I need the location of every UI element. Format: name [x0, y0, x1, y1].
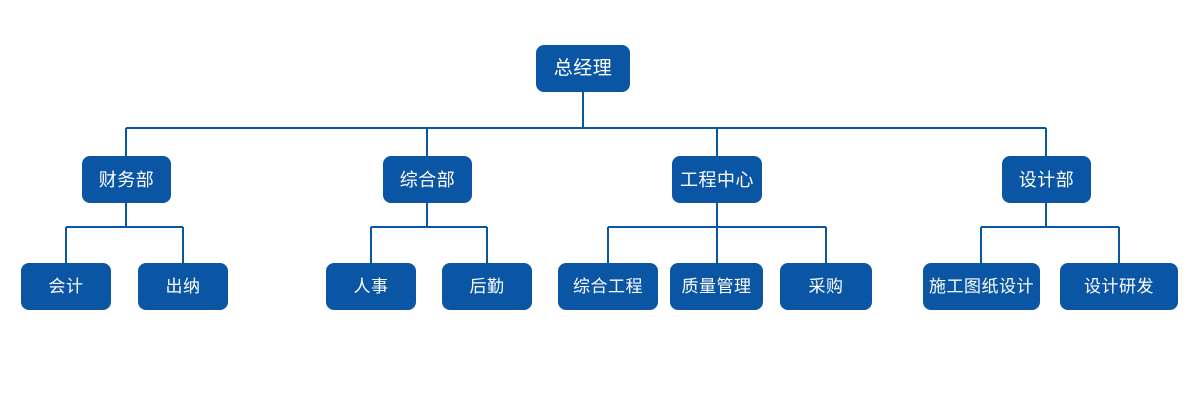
org-node-n4[interactable]: 设计部: [1002, 156, 1091, 203]
org-node-n10[interactable]: 质量管理: [670, 263, 763, 310]
org-node-n2[interactable]: 综合部: [383, 156, 472, 203]
org-node-n9[interactable]: 综合工程: [558, 263, 658, 310]
org-node-n6[interactable]: 出纳: [138, 263, 228, 310]
org-node-label: 会计: [48, 277, 84, 296]
org-node-label: 施工图纸设计: [929, 277, 1034, 296]
org-node-label: 综合工程: [573, 277, 643, 296]
org-node-label: 财务部: [98, 169, 155, 190]
org-node-n13[interactable]: 设计研发: [1060, 263, 1178, 310]
org-node-n0[interactable]: 总经理: [536, 45, 630, 92]
org-node-label: 总经理: [553, 58, 613, 79]
org-node-label: 设计研发: [1084, 277, 1154, 296]
org-node-n11[interactable]: 采购: [780, 263, 872, 310]
org-node-label: 质量管理: [681, 277, 752, 296]
org-node-label: 工程中心: [680, 169, 754, 190]
org-node-n5[interactable]: 会计: [21, 263, 111, 310]
org-node-n3[interactable]: 工程中心: [672, 156, 762, 203]
org-node-label: 人事: [353, 277, 389, 296]
org-node-label: 综合部: [399, 169, 456, 190]
org-node-label: 后勤: [469, 277, 505, 296]
org-node-n1[interactable]: 财务部: [82, 156, 171, 203]
org-node-label: 出纳: [165, 277, 201, 296]
org-node-n8[interactable]: 后勤: [442, 263, 532, 310]
org-node-label: 设计部: [1018, 169, 1075, 190]
org-node-n12[interactable]: 施工图纸设计: [923, 263, 1040, 310]
org-node-n7[interactable]: 人事: [326, 263, 416, 310]
org-node-label: 采购: [808, 277, 844, 296]
